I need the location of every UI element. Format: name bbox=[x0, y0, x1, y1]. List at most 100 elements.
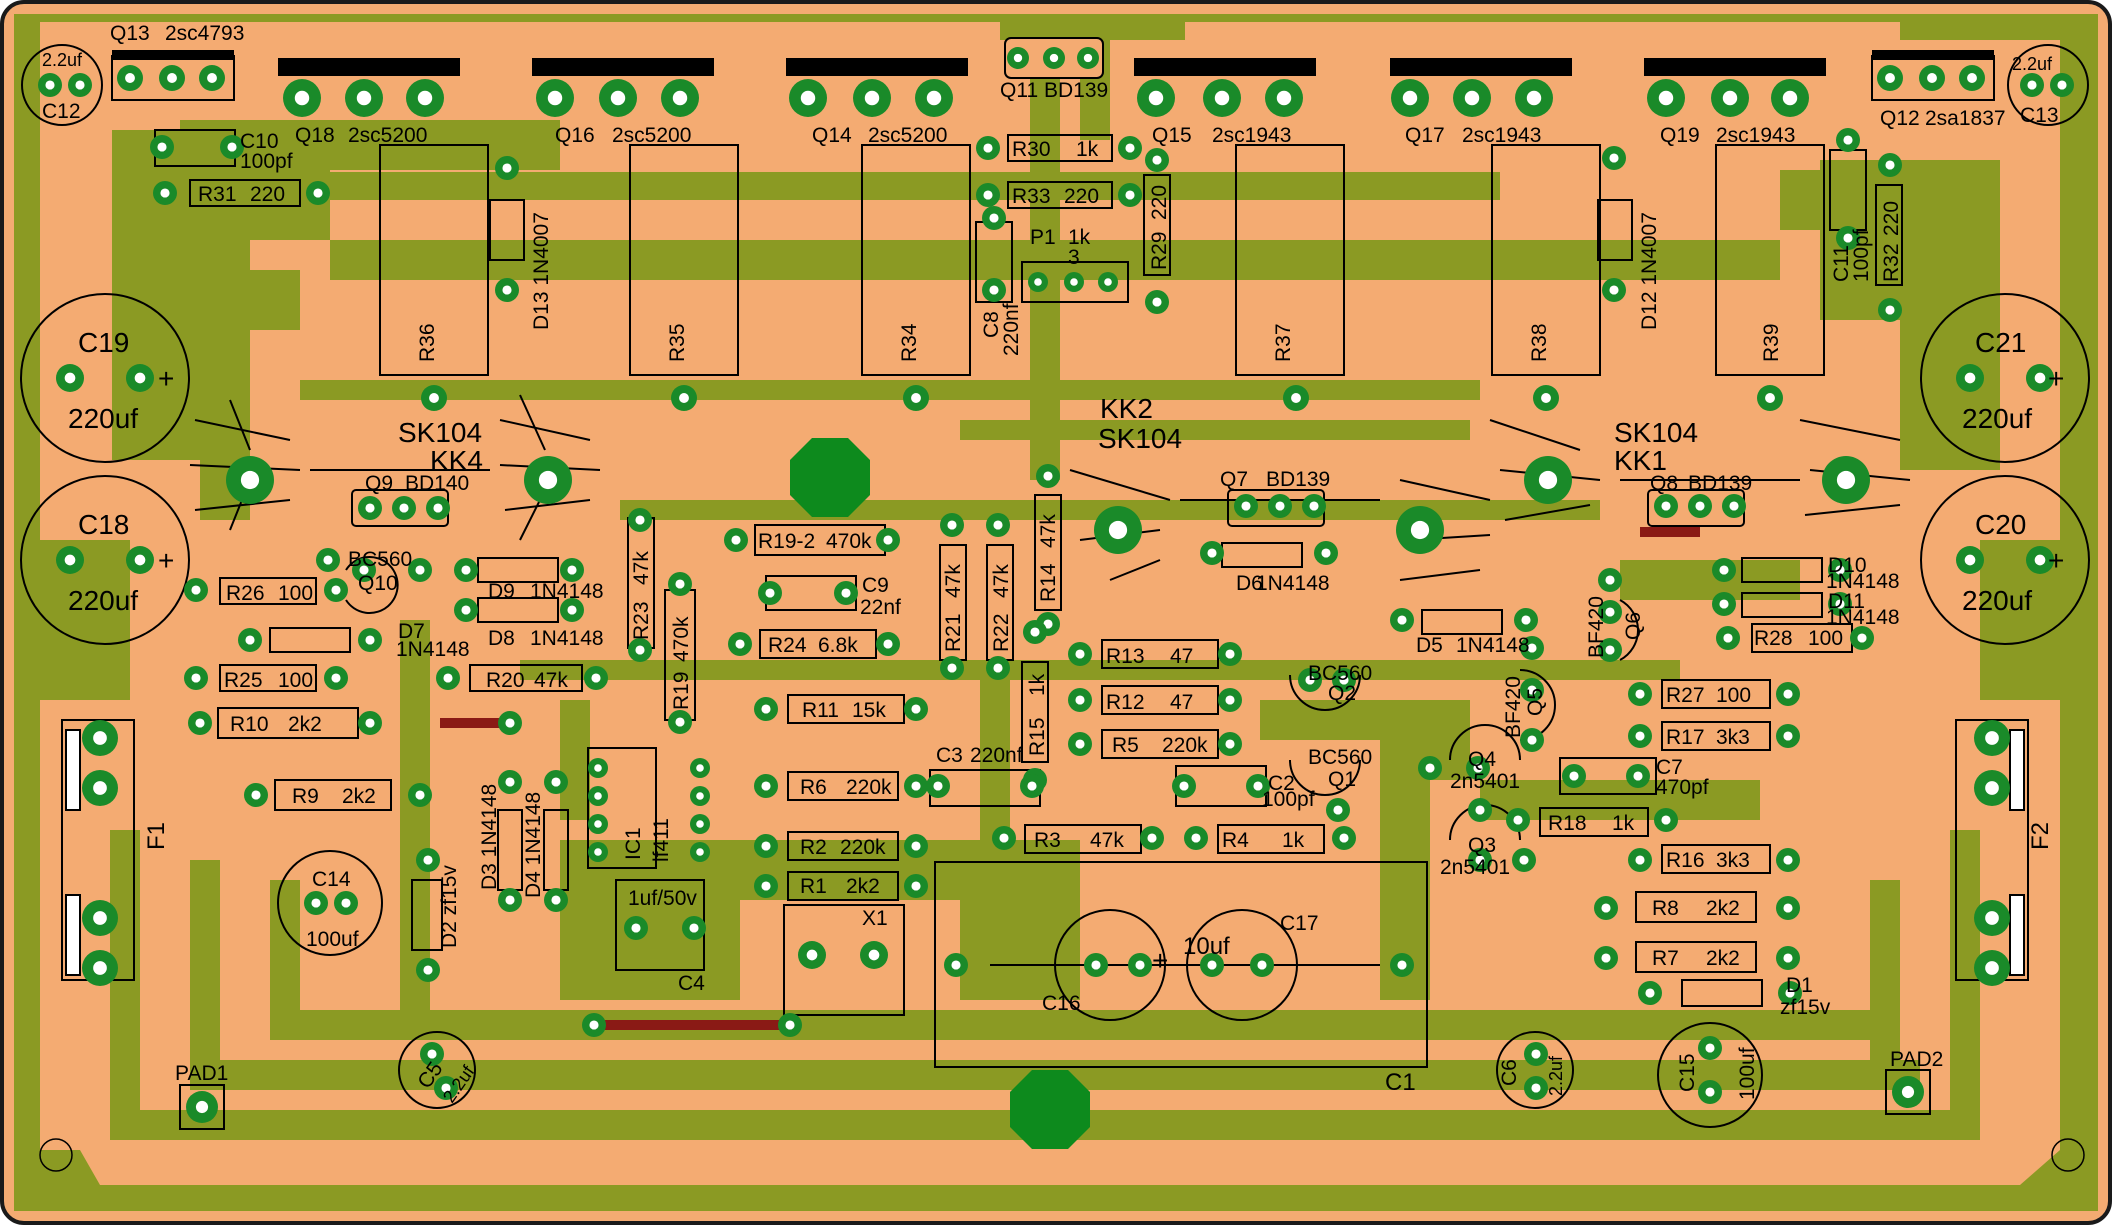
pad-hole bbox=[323, 555, 333, 565]
r32-value: 220 bbox=[1880, 201, 1903, 236]
pad-hole bbox=[2027, 80, 2037, 90]
c7-body bbox=[1559, 757, 1657, 795]
r16-value: 3k3 bbox=[1716, 849, 1750, 872]
d9-label: D9 bbox=[488, 580, 515, 603]
r28-label: R28 bbox=[1754, 627, 1793, 650]
pad-hole bbox=[1043, 471, 1053, 481]
c9-label: C9 bbox=[862, 574, 889, 597]
pad-hole bbox=[1083, 53, 1093, 63]
mount-hole-br bbox=[2051, 1138, 2085, 1172]
c6-outline bbox=[1496, 1031, 1574, 1109]
c2-value: 100pf bbox=[1262, 788, 1315, 811]
q18-tab bbox=[278, 58, 460, 76]
pad-hole bbox=[1835, 565, 1845, 575]
c18-label: C18 bbox=[78, 509, 129, 540]
r7-label: R7 bbox=[1652, 947, 1679, 970]
pad-hole bbox=[1538, 470, 1558, 490]
pad-hole bbox=[538, 470, 558, 490]
c20-value: 220uf bbox=[1962, 585, 2032, 616]
q6-part: BF420 bbox=[1585, 596, 1608, 658]
q14-label: Q14 bbox=[812, 124, 852, 147]
pad-hole bbox=[1633, 771, 1643, 781]
r15-body bbox=[1021, 661, 1049, 763]
copper-vert-e bbox=[400, 620, 430, 1010]
c11-label: C11 bbox=[1830, 245, 1853, 282]
pad-hole bbox=[696, 792, 704, 800]
copper-vert-d bbox=[560, 700, 590, 820]
pad-hole bbox=[1705, 1087, 1715, 1097]
q9-label: Q9 bbox=[365, 472, 393, 495]
diode-bodies bbox=[269, 199, 1823, 1007]
c16-plus: + bbox=[1152, 945, 1168, 976]
pad-hole bbox=[365, 503, 375, 513]
pad-hole bbox=[800, 90, 816, 106]
q8-part: BD139 bbox=[1688, 472, 1752, 495]
f1-label: F1 bbox=[143, 822, 170, 850]
c21-label: C21 bbox=[1975, 327, 2026, 358]
pad-hole bbox=[989, 285, 999, 295]
c12-label: C12 bbox=[42, 100, 81, 123]
pad-hole bbox=[999, 833, 1009, 843]
pad-hole bbox=[1605, 607, 1615, 617]
pad-hole bbox=[1719, 565, 1729, 575]
pad-hole bbox=[1091, 960, 1101, 970]
pad-hole bbox=[502, 163, 512, 173]
pad-hole bbox=[167, 73, 177, 83]
d7-body bbox=[269, 627, 351, 653]
r2-body bbox=[787, 831, 899, 861]
r35-body bbox=[629, 144, 739, 376]
pads bbox=[38, 47, 2074, 1123]
r39-body bbox=[1715, 144, 1825, 376]
d13-label: D13 1N4007 bbox=[530, 212, 553, 330]
pad-hole bbox=[983, 190, 993, 200]
c17-label: C17 bbox=[1280, 912, 1319, 935]
q6-label: Q6 bbox=[1622, 612, 1645, 640]
r19-label: R19 bbox=[670, 671, 693, 710]
pad-hole bbox=[594, 848, 602, 856]
pad-hole bbox=[926, 90, 942, 106]
pad-hole bbox=[1609, 285, 1619, 295]
q13-label: Q13 bbox=[110, 22, 150, 45]
pad-hole bbox=[365, 635, 375, 645]
r36-body bbox=[379, 144, 489, 376]
pad-hole bbox=[1075, 695, 1085, 705]
r19-value: 470k bbox=[670, 616, 693, 662]
r18-value: 1k bbox=[1612, 812, 1635, 835]
pad-hole bbox=[415, 565, 425, 575]
pad-hole bbox=[399, 503, 409, 513]
pad-hole bbox=[1321, 548, 1331, 558]
pad-hole bbox=[207, 73, 217, 83]
copper-vert-c bbox=[980, 680, 1010, 840]
q12-tab bbox=[1872, 50, 1994, 60]
r20-body bbox=[469, 664, 583, 692]
q13-tab bbox=[112, 50, 234, 60]
copper-right-mid-3 bbox=[1480, 780, 1760, 820]
d7-label: D7 bbox=[398, 620, 425, 643]
pad-hole bbox=[1605, 645, 1615, 655]
mount-hole-bl bbox=[39, 1138, 73, 1172]
d12-body bbox=[1597, 199, 1633, 261]
copper-rail-4 bbox=[520, 660, 1680, 680]
r33-body bbox=[1007, 181, 1113, 209]
pad-hole bbox=[1191, 833, 1201, 843]
d9-part: 1N4148 bbox=[530, 580, 604, 603]
q18-part: 2sc5200 bbox=[348, 124, 427, 147]
ic1-outline bbox=[587, 747, 657, 869]
r30-value: 1k bbox=[1076, 138, 1099, 161]
pad-hole bbox=[933, 781, 943, 791]
pad-hole bbox=[505, 777, 515, 787]
pad-hole bbox=[1527, 685, 1537, 695]
c16-label: C16 bbox=[1042, 992, 1081, 1015]
f2-clip-b bbox=[2009, 894, 2025, 976]
pad-hole bbox=[1135, 960, 1145, 970]
r4-label: R4 bbox=[1222, 829, 1249, 852]
r37-body bbox=[1235, 144, 1345, 376]
pad-hole bbox=[1397, 960, 1407, 970]
c18-outline bbox=[20, 475, 190, 645]
r36-label: R36 bbox=[416, 323, 439, 362]
pad-hole bbox=[806, 949, 818, 961]
pad-hole bbox=[1661, 815, 1671, 825]
r9-value: 2k2 bbox=[342, 785, 376, 808]
p1-outline bbox=[1021, 261, 1129, 303]
pad-hole bbox=[1783, 855, 1793, 865]
